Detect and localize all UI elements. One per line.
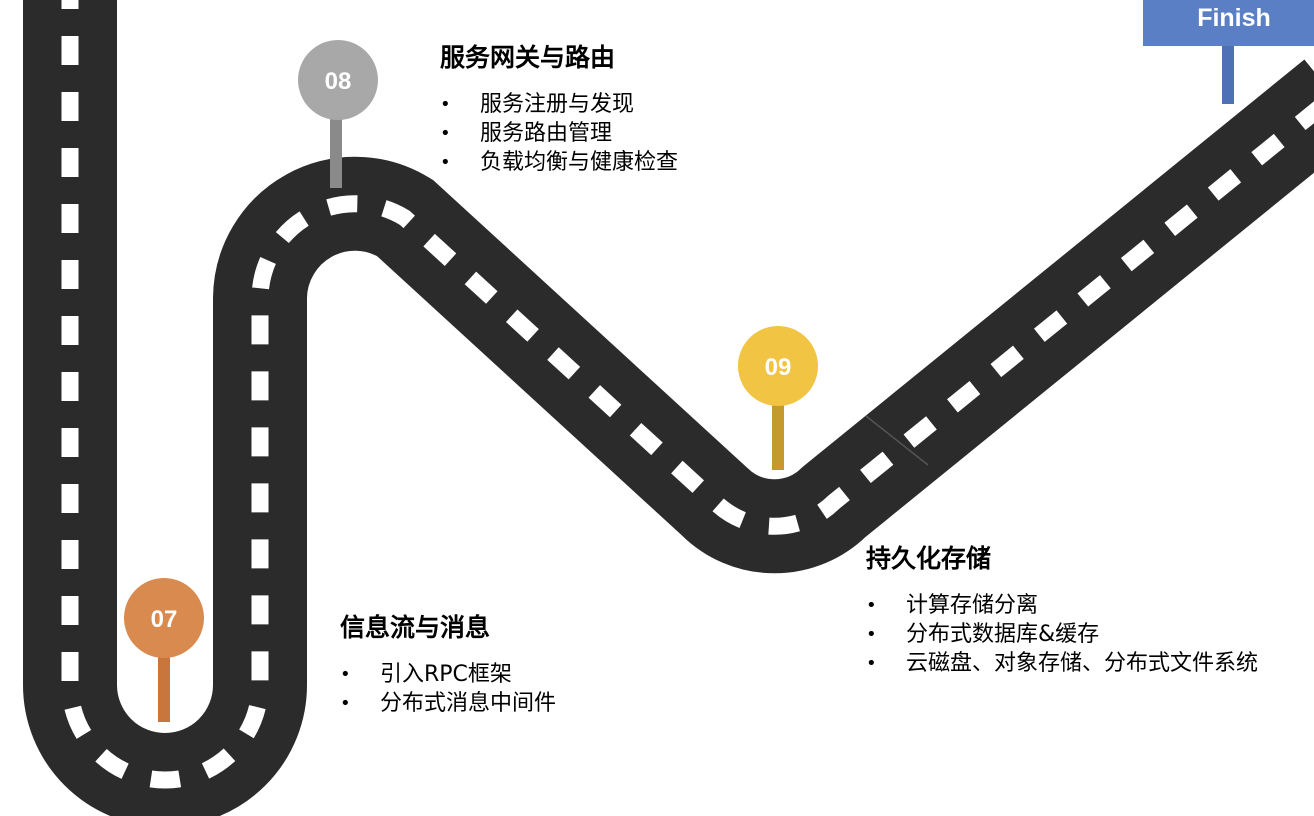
milestone-09-list: 计算存储分离 分布式数据库&缓存 云磁盘、对象存储、分布式文件系统 bbox=[866, 591, 1258, 678]
road-lane-seam bbox=[865, 415, 929, 466]
list-item: 分布式消息中间件 bbox=[340, 689, 556, 718]
milestone-08-pin: 08 bbox=[298, 40, 378, 188]
milestone-07-number: 07 bbox=[151, 606, 178, 633]
list-item: 服务注册与发现 bbox=[440, 90, 678, 119]
list-item: 负载均衡与健康检查 bbox=[440, 148, 678, 177]
milestone-09-pin: 09 bbox=[738, 326, 818, 470]
milestone-07-title: 信息流与消息 bbox=[340, 613, 491, 642]
milestone-07-stem bbox=[158, 640, 170, 722]
list-item: 引入RPC框架 bbox=[340, 660, 556, 689]
finish-label: Finish bbox=[1197, 4, 1271, 32]
milestone-07-pin: 07 bbox=[124, 578, 204, 722]
road-center-dashes bbox=[61, 0, 1314, 789]
list-item: 服务路由管理 bbox=[440, 119, 678, 148]
milestone-09-section: 持久化存储 计算存储分离 分布式数据库&缓存 云磁盘、对象存储、分布式文件系统 bbox=[866, 543, 1258, 678]
milestone-08-section: 服务网关与路由 服务注册与发现 服务路由管理 负载均衡与健康检查 bbox=[440, 42, 678, 177]
finish-sign-post bbox=[1222, 38, 1234, 104]
milestone-08-circle bbox=[298, 40, 378, 120]
milestone-07-list: 引入RPC框架 分布式消息中间件 bbox=[340, 660, 556, 718]
finish-sign-board bbox=[1143, 0, 1314, 46]
milestone-09-title: 持久化存储 bbox=[866, 544, 992, 573]
milestone-09-circle bbox=[738, 326, 818, 406]
milestone-07-circle bbox=[124, 578, 204, 658]
milestone-08-list: 服务注册与发现 服务路由管理 负载均衡与健康检查 bbox=[440, 90, 678, 177]
finish-sign: Finish bbox=[1143, 0, 1314, 104]
list-item: 计算存储分离 bbox=[866, 591, 1258, 620]
milestone-08-title: 服务网关与路由 bbox=[440, 43, 616, 72]
list-item: 分布式数据库&缓存 bbox=[866, 620, 1258, 649]
milestone-07-section: 信息流与消息 引入RPC框架 分布式消息中间件 bbox=[340, 612, 556, 718]
milestone-08-number: 08 bbox=[325, 68, 352, 95]
list-item: 云磁盘、对象存储、分布式文件系统 bbox=[866, 649, 1258, 678]
milestone-08-stem bbox=[330, 100, 342, 188]
milestone-09-stem bbox=[772, 386, 784, 470]
milestone-09-number: 09 bbox=[765, 354, 792, 381]
